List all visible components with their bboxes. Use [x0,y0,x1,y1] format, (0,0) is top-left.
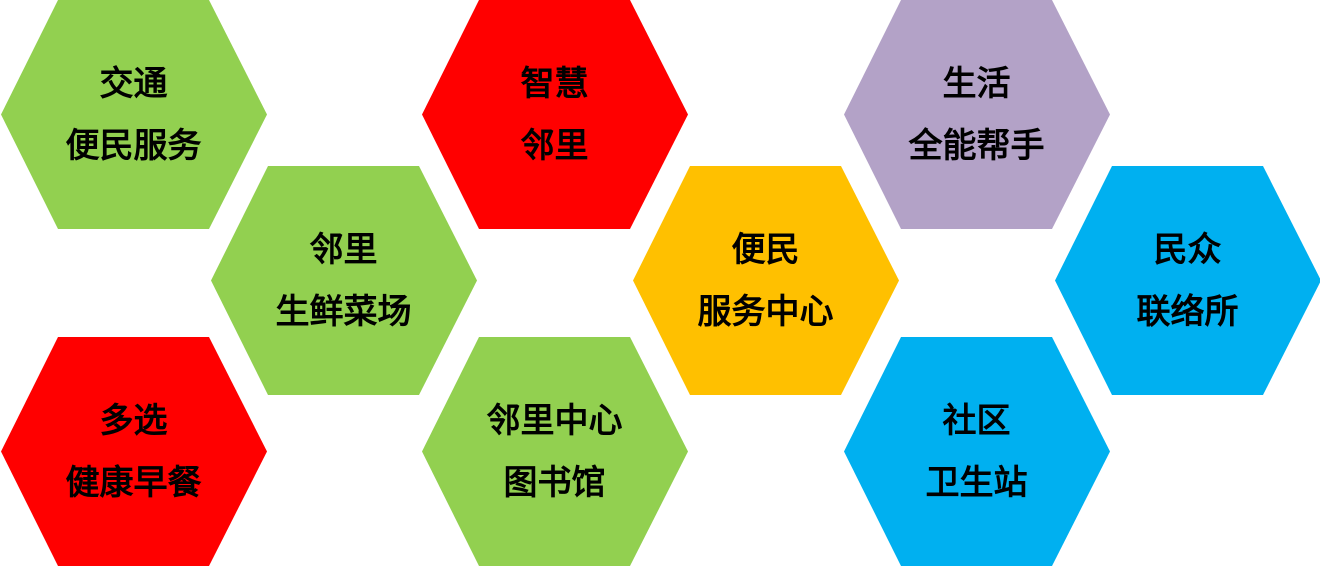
hex-smart-neighborhood: 智慧邻里 [421,0,688,229]
hex-label-line1: 交通 [99,63,168,104]
hexagon-shape [844,337,1110,566]
hex-label-line2: 便民服务 [65,125,202,166]
hex-label-line1: 社区 [942,400,1011,441]
hex-label-line1: 智慧 [520,63,589,104]
hex-label-line2: 服务中心 [697,291,834,332]
hex-label-line2: 健康早餐 [65,462,202,503]
hex-label-line2: 卫生站 [925,462,1028,503]
hex-library: 邻里中心图书馆 [421,337,688,566]
hexagon-shape [422,0,688,229]
hexagon-shape [211,166,477,395]
hex-label-line2: 生鲜菜场 [275,291,412,332]
hex-label-line1: 邻里中心 [486,400,623,441]
hex-transport-service: 交通便民服务 [0,0,267,229]
hex-health-station: 社区卫生站 [843,337,1110,566]
hex-label-line1: 多选 [99,400,168,441]
hex-fresh-market: 邻里生鲜菜场 [210,166,477,395]
hex-healthy-breakfast: 多选健康早餐 [0,337,267,566]
hexagon-shape [1055,166,1320,395]
hexagon-shape [844,0,1110,229]
hexagon-shape [422,337,688,566]
hex-label-line1: 生活 [942,63,1011,104]
hex-label-line2: 全能帮手 [908,125,1045,166]
hex-label-line1: 民众 [1153,229,1222,270]
hex-label-line2: 邻里 [520,125,589,166]
hex-label-line1: 邻里 [309,229,378,270]
hexagon-shape [1,337,267,566]
hexagon-shape [633,166,899,395]
hex-life-helper: 生活全能帮手 [843,0,1110,229]
hex-label-line1: 便民 [731,229,800,270]
hex-label-line2: 图书馆 [503,462,606,503]
hex-liaison-office: 民众联络所 [1054,166,1320,395]
hex-label-line2: 联络所 [1136,291,1239,332]
hexagon-shape [1,0,267,229]
hex-service-center: 便民服务中心 [632,166,899,395]
